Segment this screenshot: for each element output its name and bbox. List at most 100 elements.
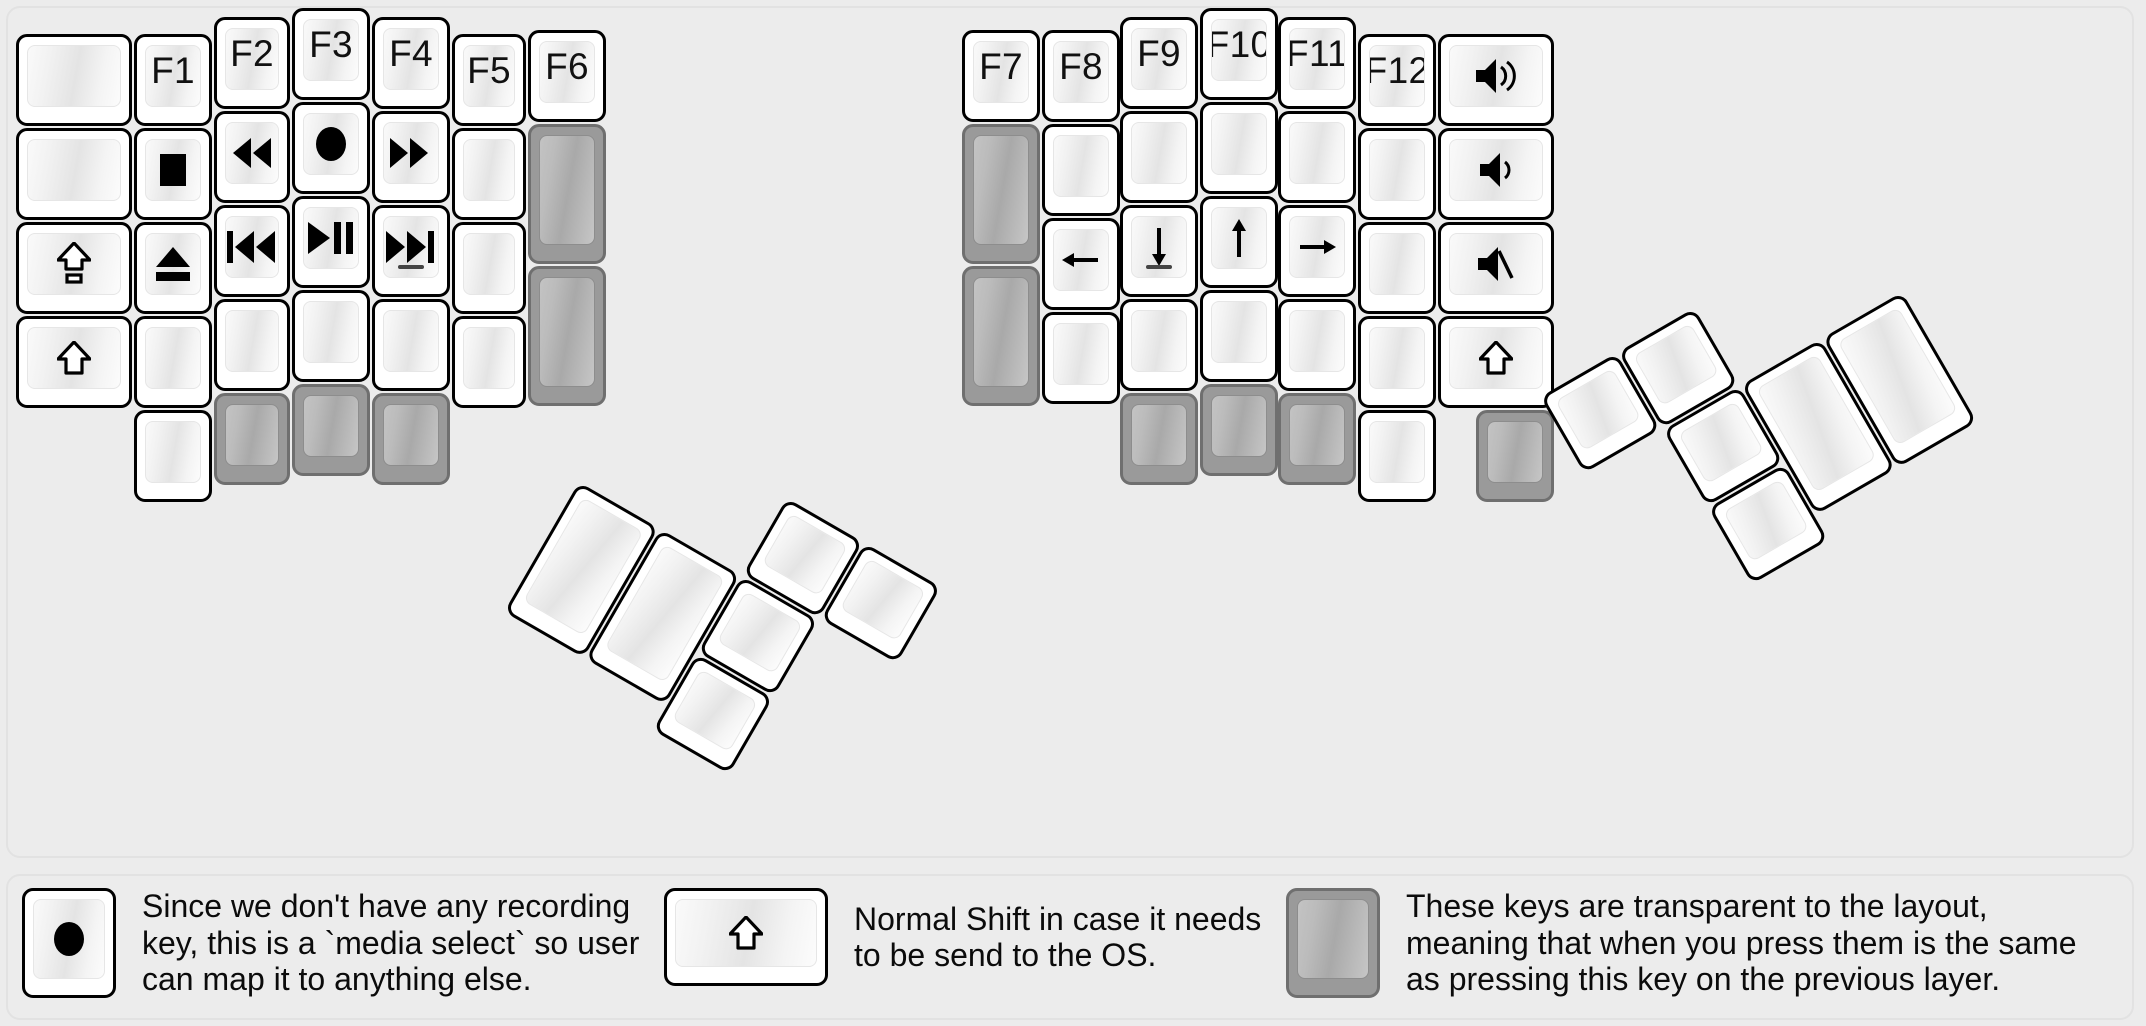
key-blank[interactable] [1120,111,1198,203]
key-cap-face: F9 [1131,28,1187,90]
key-blank[interactable] [1278,299,1356,391]
key-blank[interactable] [1200,102,1278,194]
media-next-track-icon [386,231,436,263]
key-cap-face [145,139,201,201]
key-f6[interactable]: F6 [528,30,606,122]
key-cap-face: F8 [1053,41,1109,103]
key-media-prev-track[interactable] [214,205,290,297]
key-cap-face [145,233,201,295]
key-label: F11 [1289,33,1345,74]
key-f3[interactable]: F3 [292,8,370,100]
key-blank[interactable] [134,316,212,408]
key-cap-face [973,277,1029,387]
key-f8[interactable]: F8 [1042,30,1120,122]
key-cap-face [675,899,817,967]
key-cap-face [303,113,359,175]
key-blank[interactable] [1200,290,1278,382]
key-blank[interactable] [1042,312,1120,404]
key-blank[interactable] [16,34,132,126]
caps-lock-icon [57,242,91,286]
key-transparent[interactable] [528,124,606,264]
key-f4[interactable]: F4 [372,17,450,109]
key-blank[interactable] [1042,124,1120,216]
media-rewind-icon [231,138,273,168]
key-cap-face: F10 [1211,19,1267,81]
key-media-rewind[interactable] [214,111,290,203]
key-cap-face [1211,113,1267,175]
media-record-icon [314,127,348,161]
key-f7[interactable]: F7 [962,30,1040,122]
key-transparent[interactable] [962,124,1040,264]
key-cap-face [27,45,121,107]
key-shift[interactable] [16,316,132,408]
key-f5[interactable]: F5 [452,34,526,126]
key-cap-face [27,139,121,201]
key-blank[interactable] [292,290,370,382]
key-shift[interactable] [1438,316,1554,408]
key-blank[interactable] [134,410,212,502]
key-media-record[interactable] [292,102,370,194]
key-f2[interactable]: F2 [214,17,290,109]
key-blank[interactable] [16,128,132,220]
key-cap-face [973,135,1029,245]
key-cap-face [1053,323,1109,385]
key-media-next-track[interactable] [372,205,450,297]
key-cap-face [303,395,359,457]
key-transparent[interactable] [528,266,606,406]
media-record-icon [52,922,86,956]
key-transparent[interactable] [1476,410,1554,502]
key-f10[interactable]: F10 [1200,8,1278,100]
key-transparent[interactable] [214,393,290,485]
key-f1[interactable]: F1 [134,34,212,126]
key-transparent[interactable] [372,393,450,485]
key-label: F12 [1370,50,1424,91]
key-cap-face: F12 [1369,45,1425,107]
key-blank[interactable] [1358,128,1436,220]
key-cap-face [1369,139,1425,201]
key-transparent[interactable] [1200,384,1278,476]
key-transparent[interactable] [962,266,1040,406]
legend-text: Normal Shift in case it needs to be send… [854,900,1262,973]
key-cap-face [1449,139,1543,201]
key-media-eject[interactable] [134,222,212,314]
key-blank[interactable] [1358,410,1436,502]
key-f12[interactable]: F12 [1358,34,1436,126]
legend-key-sample [22,888,116,998]
key-volume-down[interactable] [1438,128,1554,220]
arrow-left-icon [1062,245,1100,275]
key-blank[interactable] [1120,299,1198,391]
key-arrow-down[interactable] [1120,205,1198,297]
key-f11[interactable]: F11 [1278,17,1356,109]
key-blank[interactable] [1358,222,1436,314]
key-media-stop[interactable] [134,128,212,220]
key-cap-face [1297,899,1369,979]
key-media-play-pause[interactable] [292,196,370,288]
key-blank[interactable] [452,222,526,314]
key-media-fast-forward[interactable] [372,111,450,203]
media-eject-icon [156,247,190,281]
key-blank[interactable] [452,316,526,408]
key-blank[interactable] [452,128,526,220]
key-label: F1 [151,50,195,91]
key-transparent[interactable] [292,384,370,476]
key-cap-face [1131,122,1187,184]
key-cap-face [716,590,803,675]
key-volume-up[interactable] [1438,34,1554,126]
key-volume-mute[interactable] [1438,222,1554,314]
key-blank[interactable] [1278,111,1356,203]
key-blank[interactable] [214,299,290,391]
key-cap-face [1289,216,1345,278]
shift-icon [729,916,763,950]
key-arrow-up[interactable] [1200,196,1278,288]
key-blank[interactable] [1358,316,1436,408]
key-transparent[interactable] [1120,393,1198,485]
key-cap-face: F3 [303,19,359,81]
key-transparent[interactable] [1278,393,1356,485]
key-caps-lock[interactable] [16,222,132,314]
key-arrow-right[interactable] [1278,205,1356,297]
key-f9[interactable]: F9 [1120,17,1198,109]
key-arrow-left[interactable] [1042,218,1120,310]
key-blank[interactable] [372,299,450,391]
key-cap-face [1369,233,1425,295]
shift-icon [57,341,91,375]
